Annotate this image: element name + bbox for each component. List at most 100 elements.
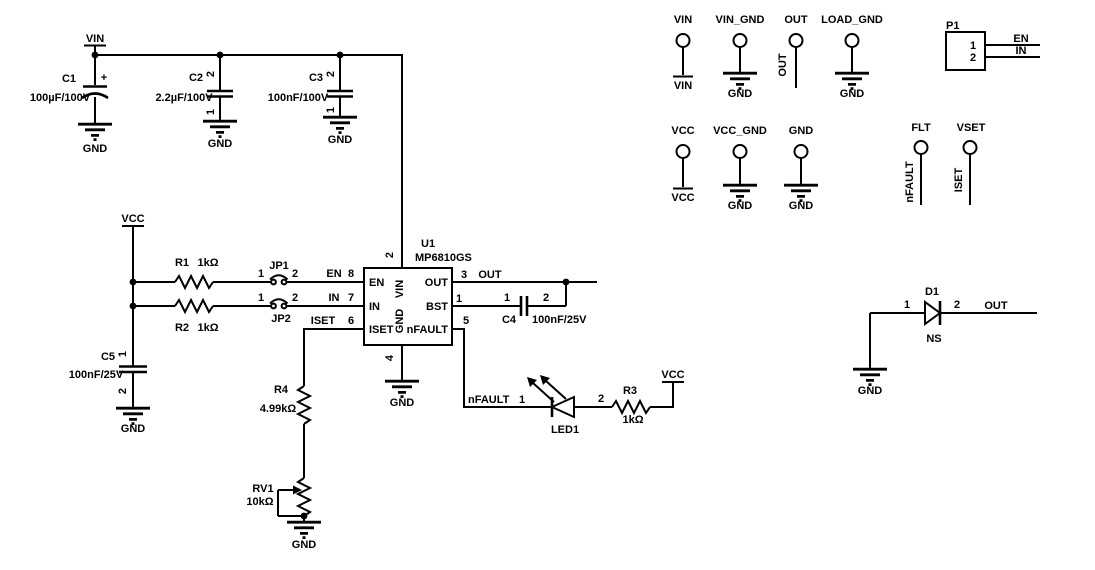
net-label-nfault: nFAULT xyxy=(468,394,510,406)
port-vin: VIN VIN xyxy=(673,14,693,92)
port-title: VIN xyxy=(674,14,692,26)
part-number: MP6810GS xyxy=(415,252,472,264)
port-vcc: VCC VCC xyxy=(671,125,694,204)
port-circle xyxy=(913,140,929,155)
port-circle xyxy=(675,144,691,159)
pin-number: 1 xyxy=(117,351,129,357)
port-circle xyxy=(793,144,809,159)
net-label-vin: VIN xyxy=(674,80,692,92)
gnd-label: GND xyxy=(328,134,353,146)
value: 100nF/25V xyxy=(532,314,587,326)
net-label-in: IN xyxy=(1016,45,1027,57)
refdes: R3 xyxy=(623,385,637,397)
wiper-wire xyxy=(277,489,304,517)
net-label-vin: VIN xyxy=(86,33,104,45)
gnd-label: GND xyxy=(858,385,883,397)
resistor-r1-row: R1 1kΩ JP1 1 2 EN 8 xyxy=(133,257,364,289)
pin-number: 2 xyxy=(384,252,396,258)
net-label-nfault: nFAULT xyxy=(904,161,916,203)
value: 10kΩ xyxy=(246,496,273,508)
net-label-vcc: VCC xyxy=(661,369,684,381)
ic-pin-label-bst: BST xyxy=(426,301,448,313)
pin-number: 2 xyxy=(954,299,960,311)
resistor-body-rv1 xyxy=(297,477,311,517)
port-out: OUT OUT xyxy=(777,14,808,88)
wire xyxy=(95,54,403,268)
refdes: C2 xyxy=(189,72,203,84)
net-label-iset: ISET xyxy=(311,315,336,327)
port-title: GND xyxy=(789,125,814,137)
resistor-body-r3 xyxy=(611,400,651,414)
ic-pin-label-en: EN xyxy=(369,277,384,289)
port-flt: FLT nFAULT xyxy=(904,122,931,205)
ic-pin-label-out: OUT xyxy=(425,277,449,289)
capacitor-plates xyxy=(207,89,233,98)
refdes: P1 xyxy=(946,20,959,32)
pin-number: 6 xyxy=(348,315,354,327)
value: 1kΩ xyxy=(622,414,643,426)
ic-pin-label-iset: ISET xyxy=(369,324,394,336)
refdes: R2 xyxy=(175,322,189,334)
pin-number: 8 xyxy=(348,268,354,280)
wire xyxy=(122,225,144,366)
gnd-symbol xyxy=(114,406,152,426)
port-load-gnd: LOAD_GND GND xyxy=(821,14,883,100)
port-circle xyxy=(675,33,691,48)
net-label-in: IN xyxy=(329,292,340,304)
jumper-pin xyxy=(270,302,277,310)
value: 1kΩ xyxy=(197,322,218,334)
pin-number: 1 xyxy=(456,293,462,305)
port-circle xyxy=(844,33,860,48)
diode-d1: GND 1 2 OUT D1 NS xyxy=(851,286,1037,397)
refdes: C3 xyxy=(309,72,323,84)
resistor-r2-row: R2 1kΩ JP2 1 2 IN 7 xyxy=(133,292,364,334)
nfault-led-branch: 5 nFAULT 1 LED1 2 R3 1kΩ VCC xyxy=(452,315,685,436)
refdes: R4 xyxy=(274,384,289,396)
port-circle xyxy=(788,33,804,48)
gnd-symbol xyxy=(383,379,421,399)
connector-body xyxy=(945,31,986,71)
capacitor-plates xyxy=(119,365,147,374)
wire xyxy=(650,381,684,408)
gnd-label: GND xyxy=(728,88,753,100)
resistor-body xyxy=(174,299,214,313)
polarity-plus: + xyxy=(101,72,107,84)
port-title: VSET xyxy=(957,122,986,134)
vcc-rail: VCC xyxy=(121,213,145,366)
out-bst-branch: 3 OUT 1 1 2 C4 100nF/25V xyxy=(452,269,597,326)
gnd-symbol xyxy=(721,71,759,90)
arrowhead xyxy=(527,377,537,387)
potentiometer-rv1: RV1 10kΩ GND xyxy=(246,477,323,551)
pin-number: 4 xyxy=(384,354,396,361)
refdes-jp2: JP2 xyxy=(271,313,291,325)
ns-note: NS xyxy=(926,333,941,345)
capacitor-c1: + C1 100µF/100V GND xyxy=(30,55,114,155)
gnd-label: GND xyxy=(390,397,415,409)
wire xyxy=(527,282,567,307)
diode-triangle xyxy=(924,300,942,326)
port-circle xyxy=(732,144,748,159)
value: 2.2µF/100V xyxy=(155,92,213,104)
pin-number: 1 xyxy=(258,268,264,280)
capacitor-c5: 1 2 C5 100nF/25V GND xyxy=(69,351,152,435)
pin-number: 1 xyxy=(904,299,910,311)
refdes-jp1: JP1 xyxy=(269,260,289,272)
refdes: RV1 xyxy=(252,483,273,495)
ic-u1: U1 MP6810GS EN IN ISET OUT BST nFAULT VI… xyxy=(363,238,472,409)
wire-nfault xyxy=(452,328,552,408)
refdes: D1 xyxy=(925,286,939,298)
pin-number: 3 xyxy=(461,269,467,281)
port-circle xyxy=(732,33,748,48)
refdes-led1: LED1 xyxy=(551,424,579,436)
connector-p1: P1 1 2 EN IN xyxy=(945,20,1040,71)
port-circle xyxy=(962,140,978,155)
jumper-pin xyxy=(280,278,288,286)
jumper-arc xyxy=(269,298,289,305)
pin-number: 1 xyxy=(519,394,525,406)
pin-number: 2 xyxy=(543,292,549,304)
wire xyxy=(303,328,364,386)
gnd-symbol xyxy=(321,115,359,135)
net-label-out: OUT xyxy=(478,269,502,281)
ic-pin-label-in: IN xyxy=(369,301,380,313)
wire xyxy=(673,158,693,190)
